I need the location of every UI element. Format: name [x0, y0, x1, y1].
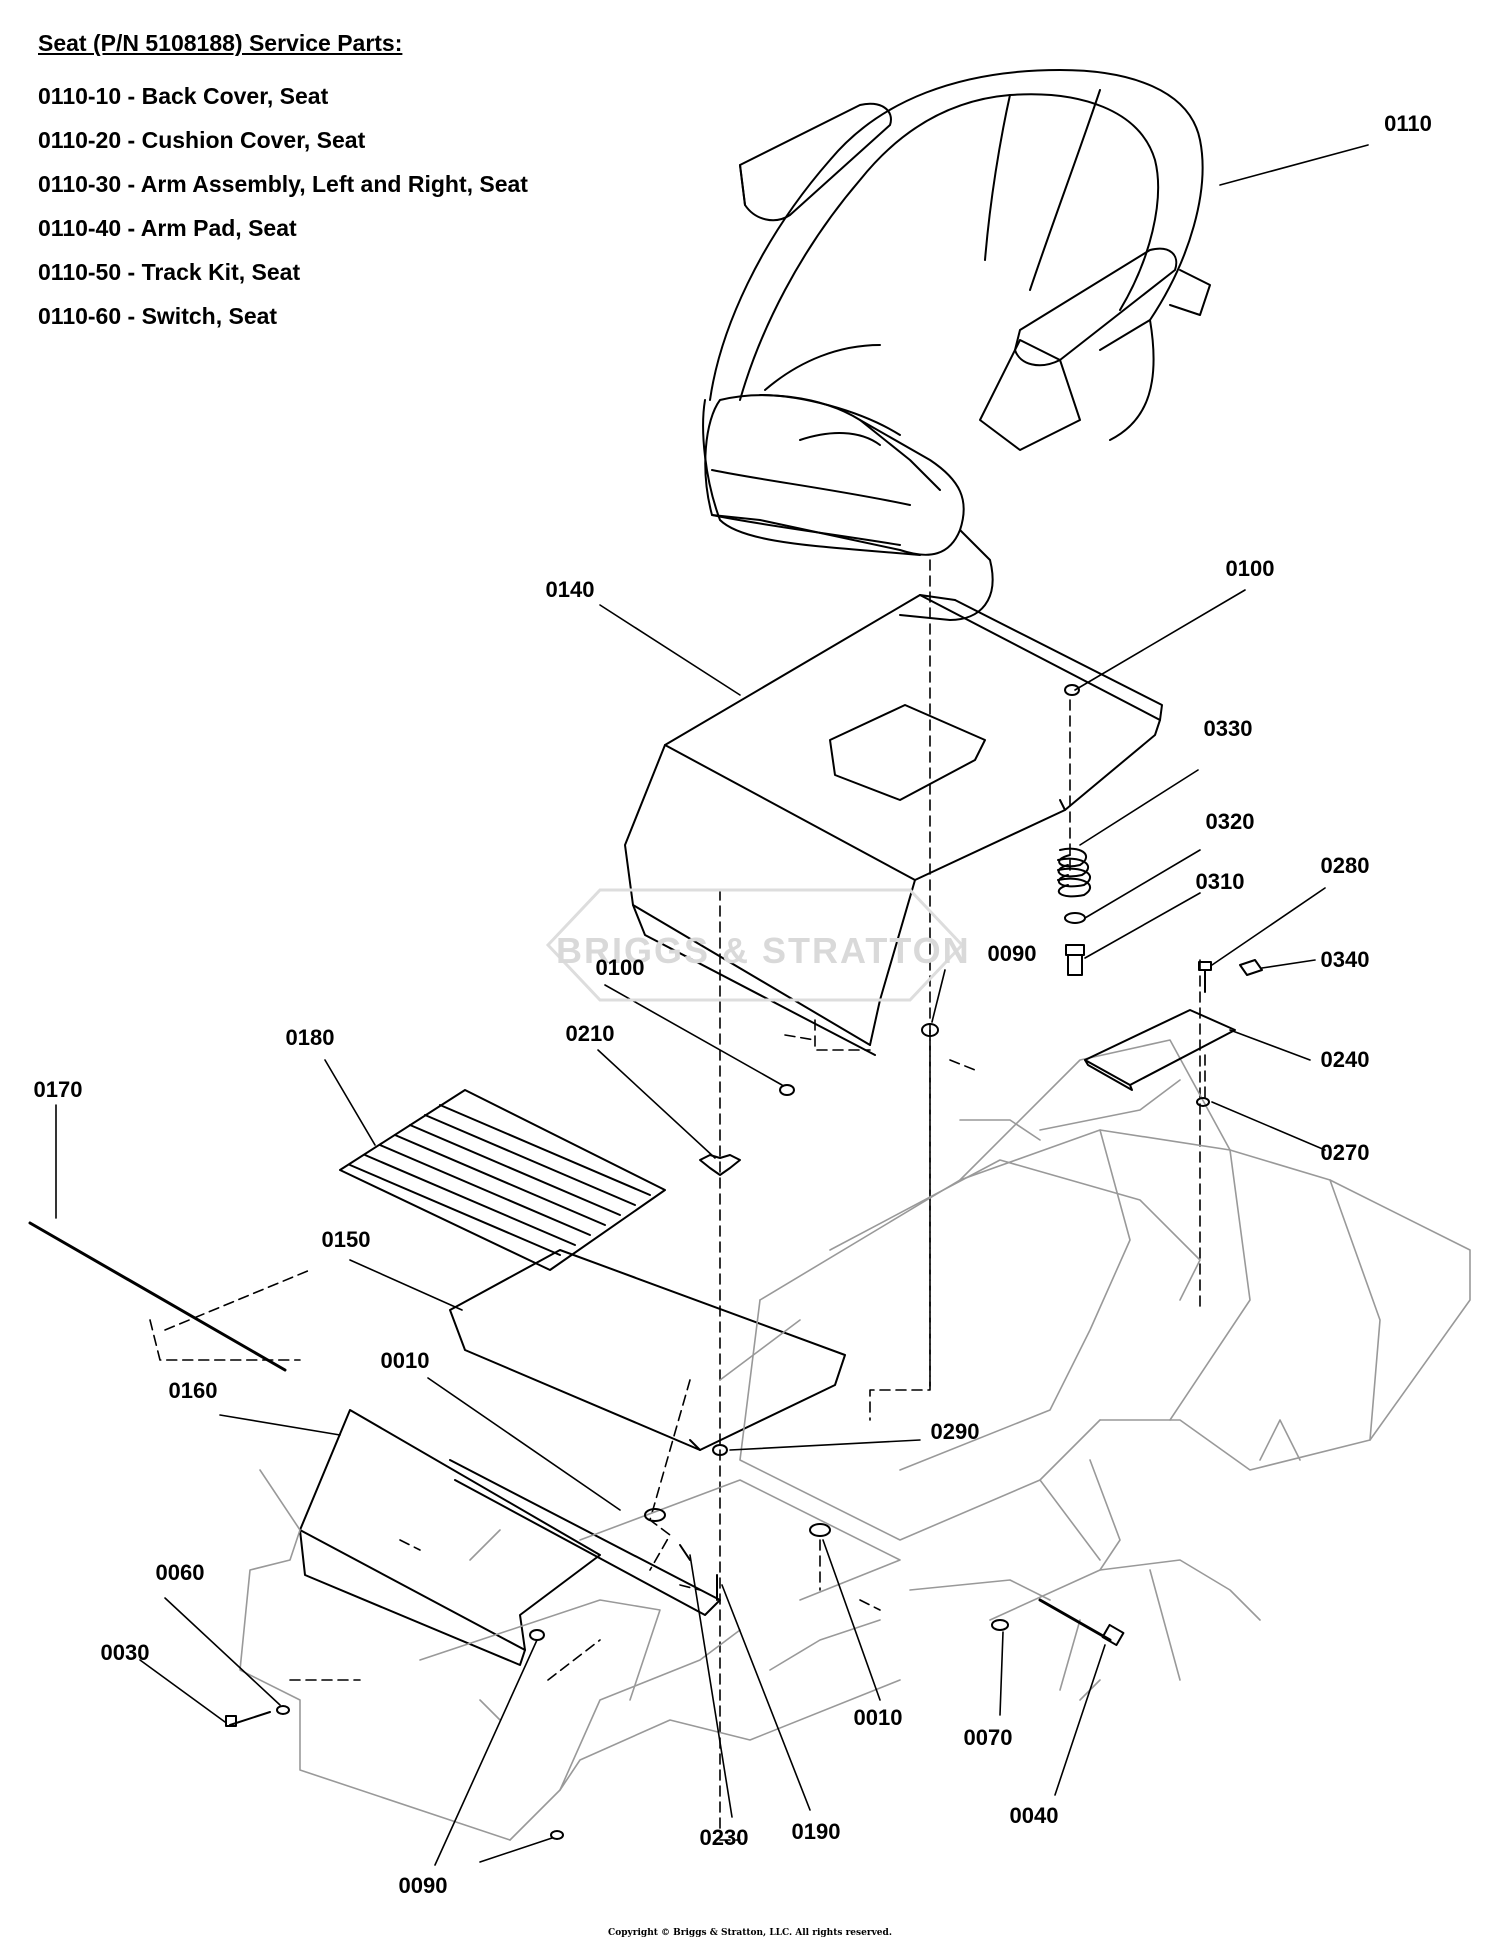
callout-0030: 0030 — [100, 1640, 150, 1665]
callout-0180: 0180 — [285, 1025, 335, 1050]
leader-lines — [55, 144, 1369, 1866]
callout-0170: 0170 — [33, 1077, 83, 1102]
service-part-item: 0110-20 - Cushion Cover, Seat — [38, 127, 366, 153]
service-part-item: 0110-40 - Arm Pad, Seat — [38, 215, 297, 241]
service-part-item: 0110-50 - Track Kit, Seat — [38, 259, 301, 285]
callout-0160: 0160 — [168, 1378, 218, 1403]
callout-0100-top: 0100 — [1225, 556, 1275, 581]
callout-0310: 0310 — [1195, 869, 1245, 894]
seat-pan — [624, 594, 1163, 1056]
callout-0290: 0290 — [930, 1419, 980, 1444]
cover-plate — [1084, 1009, 1236, 1091]
callout-0210: 0210 — [565, 1021, 615, 1046]
seat-assembly — [702, 69, 1211, 621]
service-part-item: 0110-10 - Back Cover, Seat — [38, 83, 329, 109]
service-part-item: 0110-60 - Switch, Seat — [38, 303, 278, 329]
callout-0110: 0110 — [1384, 111, 1432, 136]
callout-0040: 0040 — [1009, 1803, 1059, 1828]
callout-0270: 0270 — [1320, 1140, 1370, 1165]
callout-0010-left: 0010 — [380, 1348, 430, 1373]
callout-0010-right: 0010 — [853, 1705, 903, 1730]
callout-0190: 0190 — [791, 1819, 841, 1844]
hardware — [225, 684, 1263, 1840]
callout-0340: 0340 — [1320, 947, 1370, 972]
rod — [28, 1221, 287, 1372]
callout-0330: 0330 — [1203, 716, 1253, 741]
callout-0280: 0280 — [1320, 853, 1370, 878]
callout-0090-bottom: 0090 — [398, 1873, 448, 1898]
service-parts-list: 0110-10 - Back Cover, Seat 0110-20 - Cus… — [38, 74, 528, 338]
watermark-logo — [545, 888, 965, 1002]
copyright-notice: Copyright © Briggs & Stratton, LLC. All … — [608, 1928, 892, 1938]
service-parts-title: Seat (P/N 5108188) Service Parts: — [38, 30, 403, 56]
callout-0070: 0070 — [963, 1725, 1013, 1750]
floor-mat — [339, 1089, 666, 1271]
assembly-dashed-lines — [149, 559, 1206, 1841]
floor-plate — [449, 1249, 846, 1451]
front-panel — [299, 1409, 721, 1666]
callout-0240: 0240 — [1320, 1047, 1370, 1072]
callout-0140: 0140 — [545, 577, 595, 602]
callout-0090-mid: 0090 — [987, 941, 1037, 966]
callout-0320: 0320 — [1205, 809, 1255, 834]
callout-0060: 0060 — [155, 1560, 205, 1585]
watermark-text: BRIGGS & STRATTON — [556, 930, 971, 971]
callout-0230: 0230 — [699, 1825, 749, 1850]
callout-0150: 0150 — [321, 1227, 371, 1252]
callout-0100-mid: 0100 — [595, 955, 645, 980]
service-part-item: 0110-30 - Arm Assembly, Left and Right, … — [38, 171, 528, 197]
